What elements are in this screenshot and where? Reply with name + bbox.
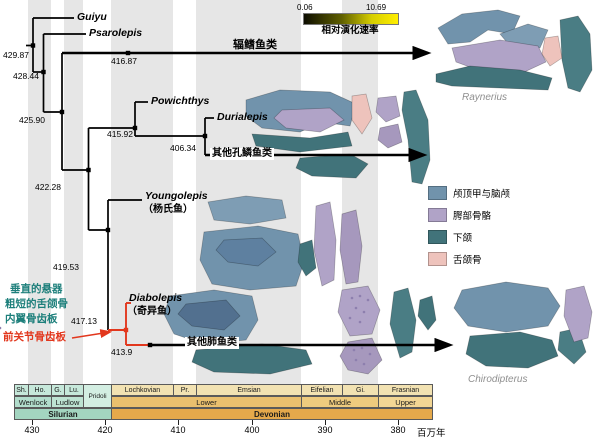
fossil-chirodipterus <box>453 281 593 369</box>
annotation-arrow <box>71 329 113 339</box>
axis-label-430: 430 <box>24 425 40 435</box>
high-rate-red-branch <box>108 302 150 346</box>
taxon-guiyu: Guiyu <box>77 11 107 23</box>
fossil-label-raynerius: Raynerius <box>462 92 508 103</box>
node-markers <box>30 43 208 348</box>
axis-tick <box>325 420 326 425</box>
fossil-raynerius <box>435 9 593 93</box>
colorbar-min-value: 0.06 <box>297 3 313 12</box>
stage-homerian: Ho. <box>28 384 52 396</box>
stage-ludfordian: Lu. <box>64 384 84 396</box>
stage-stripe <box>64 0 83 384</box>
stage-pragian: Pr. <box>173 384 197 396</box>
series-middle: Middle <box>301 396 379 408</box>
clade-lungfishes: 其他肺鱼类 <box>185 337 239 349</box>
colorbar-label: 相对演化速率 <box>321 25 379 36</box>
node-age-n7: 419.53 <box>53 262 79 272</box>
node-age-n3: 425.90 <box>19 115 45 125</box>
clade-porolepiforms: 其他孔鳞鱼类 <box>210 148 274 160</box>
axis-tick <box>398 420 399 425</box>
series-wenlock: Wenlock <box>14 396 52 408</box>
stage-stripe <box>111 0 173 384</box>
legend-swatch-hyomandibula <box>428 252 447 266</box>
node-age-root: 429.87 <box>3 50 29 60</box>
series-lower: Lower <box>111 396 302 408</box>
legend-label-hyomandibula: 舌颌骨 <box>453 255 482 266</box>
fossil-youngolepis <box>199 195 363 291</box>
annotation-prearticular-toothplate: 前关节骨齿板 <box>3 331 66 343</box>
node-age-n2: 428.44 <box>13 71 39 81</box>
legend-item-lower-jaw: 下颌 <box>428 230 472 244</box>
node-age-lungfishes: 413.9 <box>111 347 133 357</box>
axis-label-380: 380 <box>390 425 406 435</box>
axis-tick <box>252 420 253 425</box>
stage-gorstian: G. <box>51 384 65 396</box>
annotation-vertical-suspensorium: 垂直的悬器 <box>10 283 63 295</box>
axis-label-400: 400 <box>244 425 260 435</box>
axis-tick <box>105 420 106 425</box>
node-age-n8: 417.13 <box>71 316 97 326</box>
legend-item-palate: 腭部骨骼 <box>428 208 491 222</box>
axis-label-420: 420 <box>97 425 113 435</box>
legend-label-lower-jaw: 下颌 <box>453 233 473 244</box>
legend-swatch-lower-jaw <box>428 230 447 244</box>
taxon-powichthys: Powichthys <box>151 95 210 107</box>
stage-eifelian: Eifelian <box>301 384 343 396</box>
stage-frasnian: Frasnian <box>378 384 433 396</box>
series-upper: Upper <box>378 396 433 408</box>
stage-stripe <box>28 0 51 384</box>
fossil-diabolepis <box>0 285 437 375</box>
axis-tick <box>32 420 33 425</box>
annotation-short-hyomandibula: 粗短的舌颌骨 <box>5 298 68 310</box>
clade-actinopterygii: 辐鳍鱼类 <box>233 39 277 51</box>
node-age-n4: 422.28 <box>35 182 61 192</box>
axis-unit-label: 百万年 <box>417 428 446 439</box>
taxon-youngolepis: Youngolepis <box>145 190 208 202</box>
stage-pridoli: Pridoli <box>83 384 112 408</box>
stage-emsian: Emsian <box>196 384 302 396</box>
taxon-youngolepis-cn: （杨氏鱼） <box>143 204 193 215</box>
legend-label-palate: 腭部骨骼 <box>453 211 492 222</box>
stage-sheinwoodian: Sh. <box>14 384 29 396</box>
legend-label-skull-roof: 颅顶甲与脑颅 <box>453 189 511 200</box>
fossil-label-chirodipterus: Chirodipterus <box>468 374 528 385</box>
axis-tick <box>178 420 179 425</box>
node-age-actinopterygii: 416.87 <box>111 56 137 66</box>
axis-label-410: 410 <box>170 425 186 435</box>
legend-item-skull-roof: 颅顶甲与脑颅 <box>428 186 510 200</box>
legend-item-hyomandibula: 舌颌骨 <box>428 252 482 266</box>
axis-label-390: 390 <box>317 425 333 435</box>
taxon-durialepis: Durialepis <box>217 111 268 123</box>
colorbar-gradient <box>303 13 399 25</box>
series-ludlow: Ludlow <box>51 396 84 408</box>
legend-swatch-skull-roof <box>428 186 447 200</box>
taxon-diabolepis-cn: （奇异鱼） <box>127 306 177 317</box>
taxon-psarolepis: Psarolepis <box>89 27 143 39</box>
node-age-n5: 415.92 <box>107 129 133 139</box>
node-age-n6: 406.34 <box>170 143 196 153</box>
stage-givetian: Gi. <box>342 384 379 396</box>
stage-lochkovian: Lochkovian <box>111 384 174 396</box>
colorbar-max-value: 10.69 <box>366 3 387 12</box>
system-silurian: Silurian <box>14 408 112 420</box>
system-devonian: Devonian <box>111 408 433 420</box>
fossil-powichthys-durialepis <box>245 89 431 185</box>
taxon-diabolepis: Diabolepis <box>129 292 183 304</box>
legend-swatch-palate <box>428 208 447 222</box>
annotation-entopterygoid-toothplate: 内翼骨齿板 <box>5 313 58 325</box>
